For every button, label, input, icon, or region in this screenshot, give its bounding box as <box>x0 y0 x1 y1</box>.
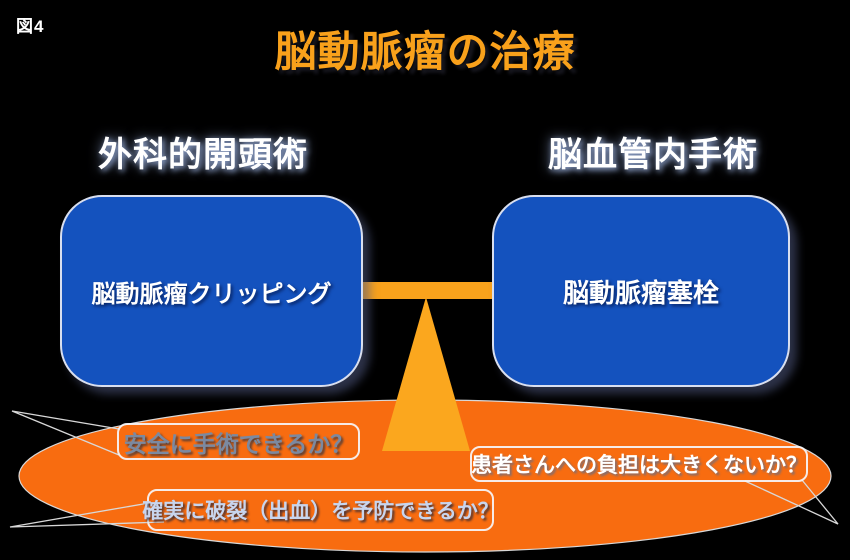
treatment-box-clipping-label: 脳動脈瘤クリッピング <box>91 280 332 308</box>
figure-number-label: 図4 <box>16 17 45 36</box>
question-box-patient-burden: 患者さんへの負担は大きくないか？ <box>470 446 808 482</box>
treatment-box-embolization: 脳動脈瘤塞栓 <box>492 195 790 387</box>
question-surgery-safety-label: 安全に手術できるか？ <box>123 430 354 457</box>
callout-tail-burden <box>744 479 839 525</box>
treatment-box-clipping: 脳動脈瘤クリッピング <box>60 195 363 387</box>
callout-tail-safety <box>11 410 120 456</box>
heading-surgical-craniotomy: 外科的開頭術 <box>98 136 308 174</box>
balance-beam <box>358 282 494 299</box>
heading-endovascular-surgery: 脳血管内手術 <box>548 136 758 174</box>
slide-title: 脳動脈瘤の治療 <box>274 28 576 75</box>
question-box-surgery-safety: 安全に手術できるか？ <box>117 423 360 460</box>
callout-tail-rupture <box>9 502 165 528</box>
question-patient-burden-label: 患者さんへの負担は大きくないか？ <box>471 454 807 477</box>
question-rupture-prevention-label: 確実に破裂（出血）を予防できるか？ <box>142 500 499 523</box>
fulcrum-triangle <box>382 297 470 451</box>
question-box-rupture-prevention: 確実に破裂（出血）を予防できるか？ <box>142 489 499 531</box>
treatment-box-embolization-label: 脳動脈瘤塞栓 <box>562 277 719 308</box>
